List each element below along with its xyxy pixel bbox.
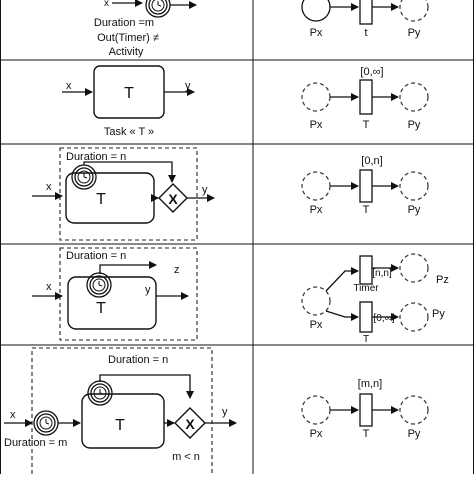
transition-t xyxy=(359,79,373,115)
output-label: y xyxy=(185,80,191,92)
row-2-petri: [0,∞] Px T Py xyxy=(301,66,429,131)
input-label: x xyxy=(104,0,109,9)
place-py-label: Py xyxy=(408,119,421,131)
condition-label: m < n xyxy=(172,451,200,463)
arc-px-to-t xyxy=(325,310,359,321)
activity-label: Activity xyxy=(109,46,144,58)
task-box xyxy=(67,276,157,330)
place-py xyxy=(399,82,429,112)
row-3-bpmn: Duration = n x T X y xyxy=(32,147,215,241)
place-px-label: Px xyxy=(310,204,323,216)
output-label: y xyxy=(202,184,208,196)
transition-t xyxy=(359,169,373,203)
transition-t xyxy=(359,393,373,427)
clock-icon xyxy=(151,0,165,12)
place-px xyxy=(301,286,331,316)
place-px xyxy=(301,395,331,425)
place-py xyxy=(399,171,429,201)
task-caption: Task « T » xyxy=(104,126,154,138)
place-px xyxy=(301,0,331,22)
transition-t xyxy=(359,301,373,333)
row-4-petri: [n,n] Timer Pz [0,∞] T Py Px xyxy=(301,253,449,345)
row-4-bpmn: Duration = n z x T y xyxy=(32,247,198,341)
timer-flow-arrow xyxy=(83,161,176,183)
place-py-label: Py xyxy=(408,204,421,216)
place-px-label: Px xyxy=(310,319,323,331)
input-label: x xyxy=(46,181,52,193)
timer-event-outer xyxy=(87,380,113,406)
transition-timer xyxy=(359,255,373,285)
output-label: y xyxy=(222,406,228,418)
timer-event-inner xyxy=(148,0,168,15)
arc-px-to-timer xyxy=(325,267,359,292)
place-py-label: Py xyxy=(408,27,421,39)
transition-label: t xyxy=(364,27,367,39)
clock-icon xyxy=(39,416,53,430)
subprocess-boundary xyxy=(59,247,198,341)
row-5-petri: [m,n] Px T Py xyxy=(301,378,429,440)
gateway-label: X xyxy=(168,191,178,207)
exclusive-gateway xyxy=(158,183,188,213)
timer-event-inner xyxy=(74,167,94,187)
timer-label: Timer xyxy=(353,283,379,294)
place-py xyxy=(399,395,429,425)
row-2-bpmn: x T y Task « T » xyxy=(62,65,195,138)
timer-event-outer xyxy=(86,272,112,298)
duration-label: Duration = n xyxy=(66,151,126,163)
timer-interval-label: [n,n] xyxy=(372,268,392,279)
row-1-bpmn: x Duration =m Out(Timer) ≠ Activity xyxy=(94,0,197,58)
clock-icon xyxy=(77,170,91,184)
input-label: x xyxy=(46,281,52,293)
start-timer-inner xyxy=(36,413,56,433)
row-3-petri: [0,n] Px T Py xyxy=(301,155,429,216)
output-label: y xyxy=(145,284,151,296)
exclusive-gateway xyxy=(174,407,206,439)
place-py xyxy=(399,302,429,332)
transition-label: T xyxy=(363,119,370,131)
timer-flow-arrow xyxy=(99,261,157,274)
duration-inner-label: Duration = n xyxy=(108,354,168,366)
transition-label: T xyxy=(363,428,370,440)
place-px xyxy=(301,82,331,112)
duration-outer-label: Duration = m xyxy=(4,437,67,449)
timer-output-label: z xyxy=(174,264,180,276)
place-pz-label: Pz xyxy=(436,274,449,286)
task-box xyxy=(81,393,165,449)
clock-icon xyxy=(92,278,106,292)
task-label: T xyxy=(124,85,134,102)
task-label: T xyxy=(96,191,106,208)
clock-icon xyxy=(93,386,107,400)
task-interval-label: [0,∞] xyxy=(373,313,394,324)
input-label: x xyxy=(10,409,16,421)
timer-event-inner xyxy=(90,383,110,403)
interval-label: [m,n] xyxy=(358,378,382,390)
place-py xyxy=(399,0,429,22)
transition-t xyxy=(359,0,373,25)
place-px-label: Px xyxy=(310,428,323,440)
transition-label: T xyxy=(363,204,370,216)
input-label: x xyxy=(66,80,72,92)
timer-flow-arrow xyxy=(99,374,194,399)
place-px-label: Px xyxy=(310,27,323,39)
gateway-label: X xyxy=(185,416,195,432)
task-label: T xyxy=(96,300,106,317)
interval-label: [0,n] xyxy=(361,155,382,167)
place-py-label: Py xyxy=(432,308,445,320)
place-py-label: Py xyxy=(408,428,421,440)
place-pz xyxy=(399,253,429,283)
row-1-petri: Px t Py xyxy=(301,0,429,39)
duration-label: Duration =m xyxy=(94,17,154,29)
row-5-bpmn: Duration = n x Duration = m T X y m < n xyxy=(4,347,237,477)
place-px xyxy=(301,171,331,201)
place-px-label: Px xyxy=(310,119,323,131)
task-label: T xyxy=(115,417,125,434)
subprocess-boundary xyxy=(59,147,198,241)
transition-label: T xyxy=(363,334,369,345)
timer-event-inner xyxy=(89,275,109,295)
duration-label: Duration = n xyxy=(66,250,126,262)
timer-output-label: Out(Timer) ≠ xyxy=(97,32,159,44)
interval-label: [0,∞] xyxy=(360,66,383,78)
